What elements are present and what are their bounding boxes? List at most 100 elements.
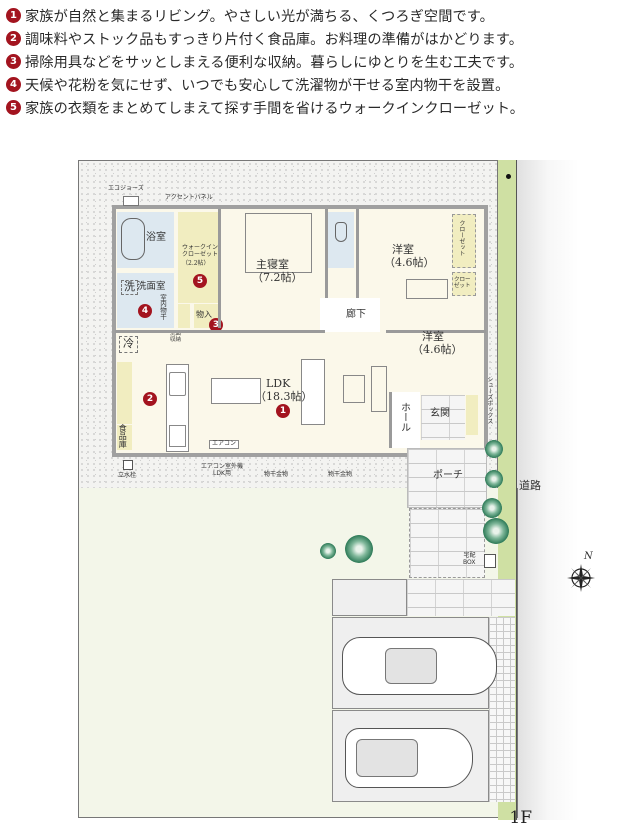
road-area [517, 160, 620, 820]
faucet-label: 立水栓 [118, 472, 137, 479]
marker-4: 4 [138, 304, 152, 318]
tree-icon [485, 470, 503, 488]
room-corridor [320, 298, 380, 332]
laundry-hardware-label: 物干金物 [264, 471, 289, 478]
marker-1-icon: 1 [6, 8, 21, 23]
feature-item: 1 家族が自然と集まるリビング。やさしい光が満ちる、くつろぎ空間です。 [6, 4, 616, 27]
delivery-box-label: 宅配 BOX [463, 552, 476, 566]
closet-2 [452, 272, 476, 296]
tree-icon [345, 535, 373, 563]
kitchen-counter [166, 364, 189, 452]
feature-text: 天候や花粉を気にせず、いつでも安心して洗濯物が干せる室内物干を設置。 [25, 77, 510, 94]
ecojoz-unit-icon [123, 196, 139, 206]
feature-item: 5 家族の衣類をまとめてしまえて探す手間を省けるウォークインクローゼット。 [6, 96, 616, 119]
feature-text: 家族が自然と集まるリビング。やさしい光が満ちる、くつろぎ空間です。 [25, 8, 494, 25]
shoe-box [466, 395, 478, 435]
delivery-box-icon [484, 554, 496, 568]
pantry-shelves [117, 362, 132, 424]
room-label-master: 主寝室 [256, 258, 289, 271]
marker-5-icon: 5 [6, 100, 21, 115]
marker-1: 1 [276, 404, 290, 418]
room-size-ldk: （18.3帖） [255, 390, 313, 403]
north-label: N [584, 551, 593, 562]
feature-text: 掃除用具などをサッとしまえる便利な収納。暮らしにゆとりを生む工夫です。 [25, 54, 524, 71]
washing-machine-label: 洗 [121, 280, 138, 295]
wall [386, 330, 486, 333]
bed-icon [245, 213, 312, 273]
marker-2: 2 [143, 392, 157, 406]
closet-1-label: クローゼット [457, 220, 465, 256]
indoor-drying-label: 室内物干 [158, 294, 167, 320]
room-label-pantry: 食品庫 [118, 424, 128, 448]
wall [218, 209, 221, 328]
wall [115, 330, 325, 333]
marker-3-icon: 3 [6, 54, 21, 69]
feature-text: 調味料やストック品もすっきり片付く食品庫。お料理の準備がはかどります。 [25, 31, 524, 48]
room-label-entrance: 玄関 [430, 408, 450, 419]
room-pantry [117, 425, 132, 450]
tv-board-icon [371, 366, 387, 412]
wash-storage [178, 304, 190, 328]
feature-item: 4 天候や花粉を気にせず、いつでも安心して洗濯物が干せる室内物干を設置。 [6, 73, 616, 96]
toilet-icon [335, 222, 347, 242]
room-label-bedroom2: 洋室 [422, 330, 444, 343]
room-label-washroom: 洗面室 [137, 281, 166, 292]
room-label-bedroom1: 洋室 [392, 243, 414, 256]
car-roof [356, 739, 418, 777]
tree-icon [482, 498, 502, 518]
ecojoz-label: エコジョーズ [108, 185, 144, 192]
room-label-hall: ホール [398, 402, 410, 432]
room-label-wic: ウォークイン クローゼット [182, 244, 219, 258]
feature-item: 2 調味料やストック品もすっきり片付く食品庫。お料理の準備がはかどります。 [6, 27, 616, 50]
approach-path [409, 508, 485, 578]
porch [407, 448, 487, 508]
room-label-porch: ポーチ [433, 470, 463, 481]
feature-text: 家族の衣類をまとめてしまえて探す手間を省けるウォークインクローゼット。 [25, 100, 525, 117]
aircon-outdoor-label: エアコン室外機 LDK用 [201, 463, 244, 477]
desk-icon [406, 279, 448, 299]
room-label-corridor: 廊下 [346, 309, 366, 320]
room-label-bath: 浴室 [146, 232, 166, 243]
stove-icon [169, 425, 186, 447]
marker-4-icon: 4 [6, 77, 21, 92]
wall [356, 209, 359, 301]
dining-table-icon [211, 378, 261, 404]
compass-icon [567, 564, 595, 592]
survey-point-icon [506, 174, 511, 179]
room-washroom [117, 273, 174, 328]
coffee-table-icon [343, 375, 365, 403]
bathtub-icon [121, 218, 145, 260]
tree-icon [483, 518, 509, 544]
closet-2-label: クロー ゼット [454, 277, 471, 290]
closet-1 [452, 214, 476, 268]
room-size-master: （7.2帖） [252, 271, 303, 284]
sofa-icon [301, 359, 325, 425]
parking-apron [332, 579, 407, 616]
room-label-ldk: LDK [266, 377, 291, 390]
parking-grid [489, 617, 515, 802]
room-hall [389, 392, 420, 448]
accent-panel-label: アクセントパネル [165, 194, 213, 201]
laundry-hardware-label: 物干金物 [328, 471, 353, 478]
faucet-icon [123, 460, 133, 470]
fridge-label: 冷 [119, 336, 138, 353]
room-entrance [421, 395, 465, 440]
wall [325, 209, 328, 301]
room-size-bedroom1: （4.6帖） [384, 256, 435, 269]
feature-list: 1 家族が自然と集まるリビング。やさしい光が満ちる、くつろぎ空間です。 2 調味料や… [6, 4, 616, 119]
floor-label: 1F [509, 808, 532, 828]
shoebox-label: シューズボックス [485, 376, 493, 424]
marker-2-icon: 2 [6, 31, 21, 46]
parking-walkway [407, 579, 515, 616]
feature-item: 3 掃除用具などをサッとしまえる便利な収納。暮らしにゆとりを生む工夫です。 [6, 50, 616, 73]
car-roof [385, 648, 437, 684]
room-label-storage: 物入 [196, 310, 212, 319]
aircon-label: エアコン [209, 440, 240, 449]
road-label: 道路 [519, 479, 541, 492]
wash-storage-label: 洗面 収納 [170, 331, 182, 344]
room-size-wic: （2.2帖） [182, 260, 210, 267]
marker-5: 5 [193, 274, 207, 288]
room-size-bedroom2: （4.6帖） [412, 343, 463, 356]
tree-icon [320, 543, 336, 559]
sink-icon [169, 372, 186, 396]
